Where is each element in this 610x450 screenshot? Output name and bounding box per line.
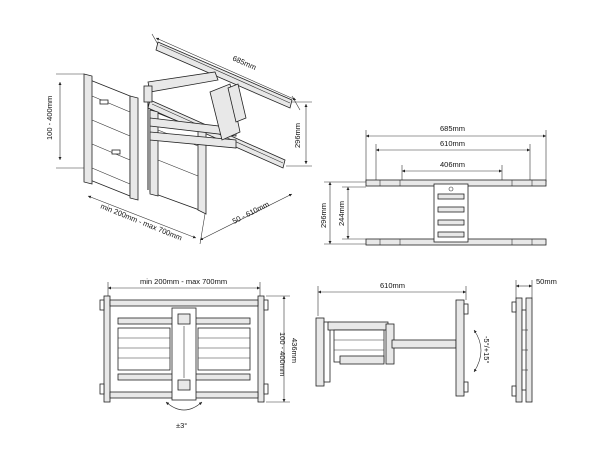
rear-center-plate xyxy=(171,307,197,401)
rear-horizontal-label: min 200mm - max 700mm xyxy=(140,277,227,286)
front-inner-width-dimension: 406mm xyxy=(401,160,503,182)
front-mid-width-dimension: 610mm xyxy=(375,139,531,182)
perspective-width-label: 685mm xyxy=(231,54,258,72)
side-arms xyxy=(327,321,457,365)
perspective-arms xyxy=(143,71,247,190)
front-wall-plate xyxy=(433,183,469,243)
rear-view: min 200mm - max 700mm xyxy=(99,277,299,430)
front-overall-height-label: 296mm xyxy=(319,203,328,228)
perspective-depth-dimension: 50 - 610mm xyxy=(199,193,293,245)
side-retracted-view: 50mm xyxy=(511,277,557,403)
side-tv-bracket xyxy=(455,299,469,397)
front-view: 685mm 610mm 406mm xyxy=(319,124,547,246)
rear-left-rail xyxy=(99,295,111,403)
side-depth-label: 50mm xyxy=(536,277,557,286)
side-extension-dimension: 610mm xyxy=(317,281,467,316)
perspective-horizontal-label: min 200mm - max 700mm xyxy=(99,202,183,243)
front-overall-height-dimension: 296mm xyxy=(319,181,366,245)
perspective-view: 685mm xyxy=(45,33,312,245)
rear-height-label: 436mm xyxy=(290,338,299,363)
rear-arm-blocks xyxy=(117,327,251,371)
front-inner-width-label: 406mm xyxy=(440,160,465,169)
perspective-top-rail xyxy=(155,41,293,109)
rear-right-rail xyxy=(257,295,269,403)
side-extension-label: 610mm xyxy=(380,281,405,290)
perspective-vertical-dimension: 100 - 400mm xyxy=(45,73,84,169)
perspective-wall-plate xyxy=(83,73,139,201)
front-overall-width-label: 685mm xyxy=(440,124,465,133)
side-wall-plate xyxy=(315,317,331,387)
rear-tilt-indicator: ±3° xyxy=(165,401,203,430)
perspective-height-dimension: 296mm xyxy=(286,101,312,167)
side-tilt-indicator: -5°/+15° xyxy=(473,329,491,373)
side-retracted-assembly xyxy=(511,297,533,403)
front-overall-width-dimension: 685mm xyxy=(365,124,547,182)
perspective-vertical-label: 100 - 400mm xyxy=(45,96,54,140)
front-inner-height-dimension: 244mm xyxy=(337,186,366,240)
side-tilt-label: -5°/+15° xyxy=(482,336,491,363)
side-extended-view: 610mm -5°/+15° xyxy=(315,281,491,397)
perspective-height-label: 296mm xyxy=(293,123,302,148)
rear-tilt-label: ±3° xyxy=(176,421,187,430)
side-depth-dimension: 50mm xyxy=(515,277,557,298)
front-mid-width-label: 610mm xyxy=(440,139,465,148)
rear-vertical-range-label: 100 - 400mm xyxy=(278,332,287,376)
front-inner-height-label: 244mm xyxy=(337,201,346,226)
perspective-depth-label: 50 - 610mm xyxy=(231,200,271,226)
rear-height-dimension: 436mm 100 - 400mm xyxy=(266,295,299,403)
rear-horizontal-dimension: min 200mm - max 700mm xyxy=(107,277,261,298)
